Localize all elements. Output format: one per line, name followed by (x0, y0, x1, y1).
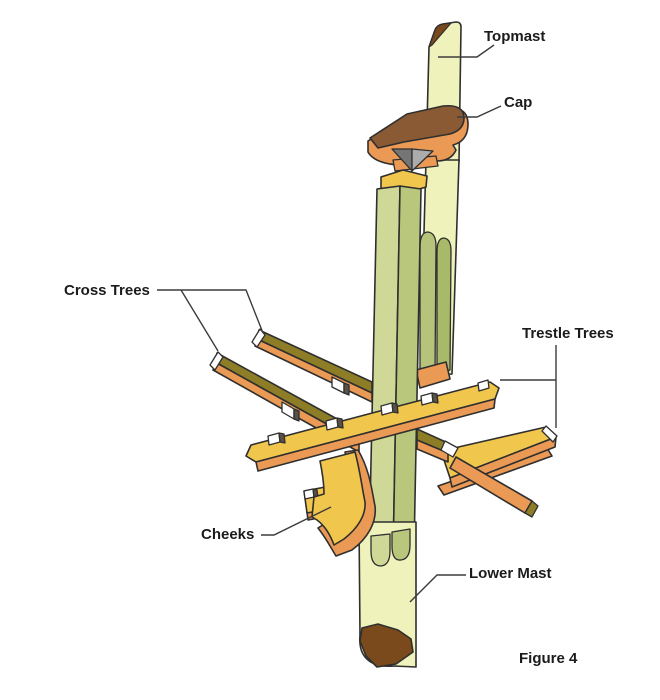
cheek-body (311, 451, 366, 546)
leader-lower-mast (409, 574, 466, 603)
topmast-spar (415, 21, 462, 389)
topmast-heel-butt (415, 361, 451, 389)
label-lower-mast: Lower Mast (469, 565, 552, 582)
topmast-top-cut (428, 22, 452, 48)
label-trestle-trees: Trestle Trees (522, 325, 614, 342)
leader-cross-trees (157, 289, 264, 352)
leader-cap (457, 105, 502, 118)
leader-lines (157, 44, 557, 603)
cross-tree-right-arm-end (524, 500, 539, 518)
cross-tree-rear-notch-wall (343, 382, 350, 396)
cheek-arm-notch (303, 488, 315, 500)
cross-tree-front-tip (209, 351, 224, 371)
label-cap: Cap (504, 94, 533, 111)
topmast-heel-flat-right (436, 237, 452, 376)
cross-tree-right-stub-side (416, 439, 449, 463)
trestle-front-notch-1-wall (278, 432, 286, 444)
label-cross-trees: Cross Trees (64, 282, 150, 299)
trestle-tree-rear (416, 425, 558, 518)
figure-caption: Figure 4 (519, 650, 578, 667)
cap-wedge-light (411, 148, 434, 172)
trestle-front-tip-notch (477, 379, 490, 392)
trestle-rear-tip-notch (541, 425, 558, 443)
lower-mast-spar (358, 521, 417, 668)
leader-trestle-trees (500, 345, 557, 428)
trestle-front-notch-4-wall (431, 392, 439, 404)
cheek-front (303, 449, 377, 557)
cross-tree-right-notch (440, 440, 459, 458)
lower-mast-butt-cut (359, 623, 414, 668)
trestle-front-notch-3-wall (391, 402, 399, 414)
topmast-heel-flat-left (419, 231, 437, 377)
trestle-front-side (255, 398, 496, 472)
cap-top (369, 104, 465, 149)
trestle-front-notch-2-wall (336, 417, 344, 429)
label-cheeks: Cheeks (201, 526, 255, 543)
lower-masthead (368, 185, 422, 558)
cross-tree-rear-tip (251, 328, 266, 348)
leader-cheeks (261, 506, 332, 536)
trestle-tree-front (245, 379, 500, 472)
label-topmast: Topmast (484, 28, 546, 45)
masthead-tongue-right (391, 528, 411, 561)
cross-tree-front-notch-wall (293, 408, 300, 422)
leader-topmast (438, 44, 495, 58)
masthead-tongue-left (370, 533, 391, 567)
